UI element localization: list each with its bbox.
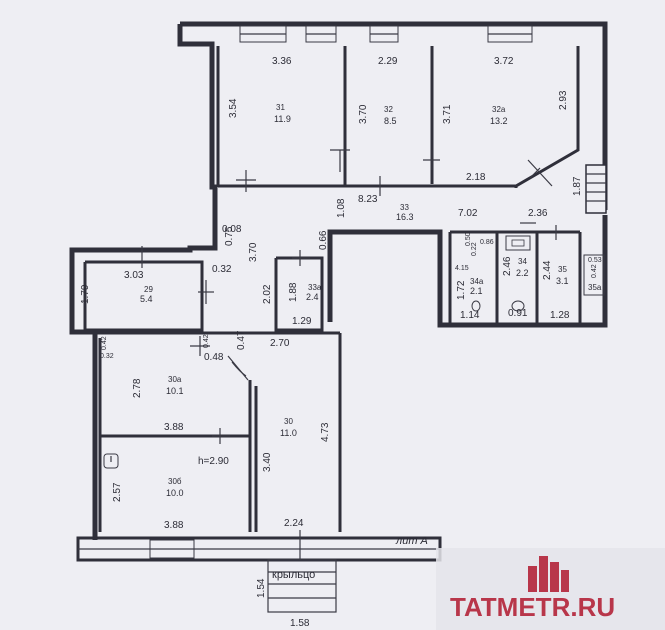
dim-r30-h1: 3.40	[262, 452, 273, 472]
labels: 3.36 3.54 31 11.9 2.29 3.70 32 8.5 3.72 …	[80, 56, 602, 629]
dim-r33-w: 1.08	[336, 198, 347, 218]
dim-r32a-h2: 2.93	[558, 90, 569, 110]
toilet-icon	[511, 300, 525, 312]
dim-r32a-h1: 3.71	[442, 104, 453, 124]
room-30-id: 30	[284, 417, 293, 426]
dim-r32-h: 3.70	[358, 104, 369, 124]
room-30a-area: 10.1	[166, 386, 184, 396]
fixtures	[103, 235, 605, 469]
dim-r33-d5: 0.32	[212, 264, 232, 275]
room-34a-area: 2.1	[470, 286, 483, 296]
dim-r35-w2: 2.36	[528, 208, 548, 219]
dim-r30b-h: 2.57	[112, 482, 123, 502]
room-32-id: 32	[384, 105, 393, 114]
room-32-area: 8.5	[384, 116, 397, 126]
dim-r30a-d1: 0.42	[101, 336, 108, 350]
toilet-icon	[471, 300, 481, 312]
porch-label: крыльцо	[272, 569, 315, 581]
dim-r34a-d2: 0.50	[465, 232, 472, 246]
watermark: TATMETR.RU	[436, 548, 665, 630]
room-31-id: 31	[276, 103, 285, 112]
dim-r34a-h: 1.72	[456, 280, 467, 300]
dim-r30a-d3: 0.48	[204, 352, 224, 363]
right-wall	[327, 215, 608, 328]
dim-r30b-w: 3.88	[164, 520, 184, 531]
r30b-ceiling: h=2.90	[198, 456, 229, 467]
dim-r34a-d3: 0.22	[471, 242, 478, 256]
dim-r29-h: 1.79	[80, 284, 91, 304]
dim-r33a-w: 1.29	[292, 316, 312, 327]
room-30a-id: 30а	[168, 375, 182, 384]
dim-r34a-d1: 4.15	[455, 265, 469, 272]
dim-r30a-d2: 0.32	[100, 353, 114, 360]
dim-r33a-h: 1.88	[288, 282, 299, 302]
doors	[141, 149, 557, 444]
dim-r31-w: 3.36	[272, 56, 292, 67]
dim-r33-d7: 2.02	[262, 284, 273, 304]
dim-r33-d6: 3.70	[248, 242, 259, 262]
room-34a-id: 34а	[470, 277, 484, 286]
dim-r34a-d4: 0.86	[480, 239, 494, 246]
left-wall	[69, 24, 218, 540]
room-32a-area: 13.2	[490, 116, 508, 126]
dim-r34-h: 2.46	[502, 256, 513, 276]
room-29-area: 5.4	[140, 294, 153, 304]
dim-r34a-w: 1.14	[460, 310, 480, 321]
sink-icon	[505, 235, 531, 251]
room-33-id: 33	[400, 203, 409, 212]
dim-r32a-w2: 2.18	[466, 172, 486, 183]
room-34-id: 34	[518, 257, 527, 266]
dim-r35-w: 1.28	[550, 310, 570, 321]
dim-r31-h: 3.54	[228, 98, 239, 118]
room-30-area: 11.0	[280, 428, 297, 438]
dim-r35-h: 2.44	[542, 260, 553, 280]
dim-porch-len: 1.54	[256, 578, 267, 598]
dim-r30a-w: 3.88	[164, 422, 184, 433]
dim-r30a-d4: 0.47	[236, 330, 247, 350]
dim-r30-h2: 4.73	[320, 422, 331, 442]
room-29-id: 29	[144, 285, 153, 294]
dim-r30a-h: 2.78	[132, 378, 143, 398]
room-35a-id: 35а	[588, 283, 602, 292]
dim-r32a-w: 3.72	[494, 56, 514, 67]
room-33-area: 16.3	[396, 212, 414, 222]
outer-walls	[69, 21, 608, 562]
dim-r30a-d5: 0.42	[203, 334, 210, 348]
dim-porch-w: 2.24	[284, 518, 304, 529]
dim-r34-w: 0.91	[508, 308, 528, 319]
interior-walls	[83, 46, 607, 532]
watermark-text: TATMETR.RU	[450, 592, 615, 622]
dim-r35a-d2: 0.42	[591, 264, 598, 278]
room-31-area: 11.9	[274, 114, 291, 124]
top-wall	[180, 21, 608, 210]
room-35-area: 3.1	[556, 276, 569, 286]
litera-label: лит А	[395, 535, 428, 547]
dim-r30-w: 2.70	[270, 338, 290, 349]
room-33a-id: 33а	[308, 283, 322, 292]
porch	[267, 530, 337, 613]
windows	[149, 25, 533, 559]
room-32a-id: 32а	[492, 105, 506, 114]
dim-r33-len: 8.23	[358, 194, 378, 205]
dim-r33-d4: 0.75	[224, 226, 235, 246]
dim-r29-w: 3.03	[124, 270, 144, 281]
dim-r33-len2: 7.02	[458, 208, 478, 219]
porch-outline	[267, 559, 337, 613]
dim-porch-w2: 1.58	[290, 618, 310, 629]
dim-r33-d1: 1.87	[572, 176, 583, 196]
sink-icon	[103, 453, 119, 469]
watermark-logo-icon	[528, 556, 569, 592]
dim-r35a-d1: 0.53	[588, 257, 602, 264]
dim-r32-w: 2.29	[378, 56, 398, 67]
dim-r33-d3: 0.08	[222, 224, 242, 235]
room-34-area: 2.2	[516, 268, 529, 278]
room-35-id: 35	[558, 265, 567, 274]
room-30b-area: 10.0	[166, 488, 184, 498]
room-33a-area: 2.4	[306, 292, 319, 302]
dim-r33-d2: 0.66	[318, 230, 329, 250]
room-30b-id: 30б	[168, 477, 182, 486]
